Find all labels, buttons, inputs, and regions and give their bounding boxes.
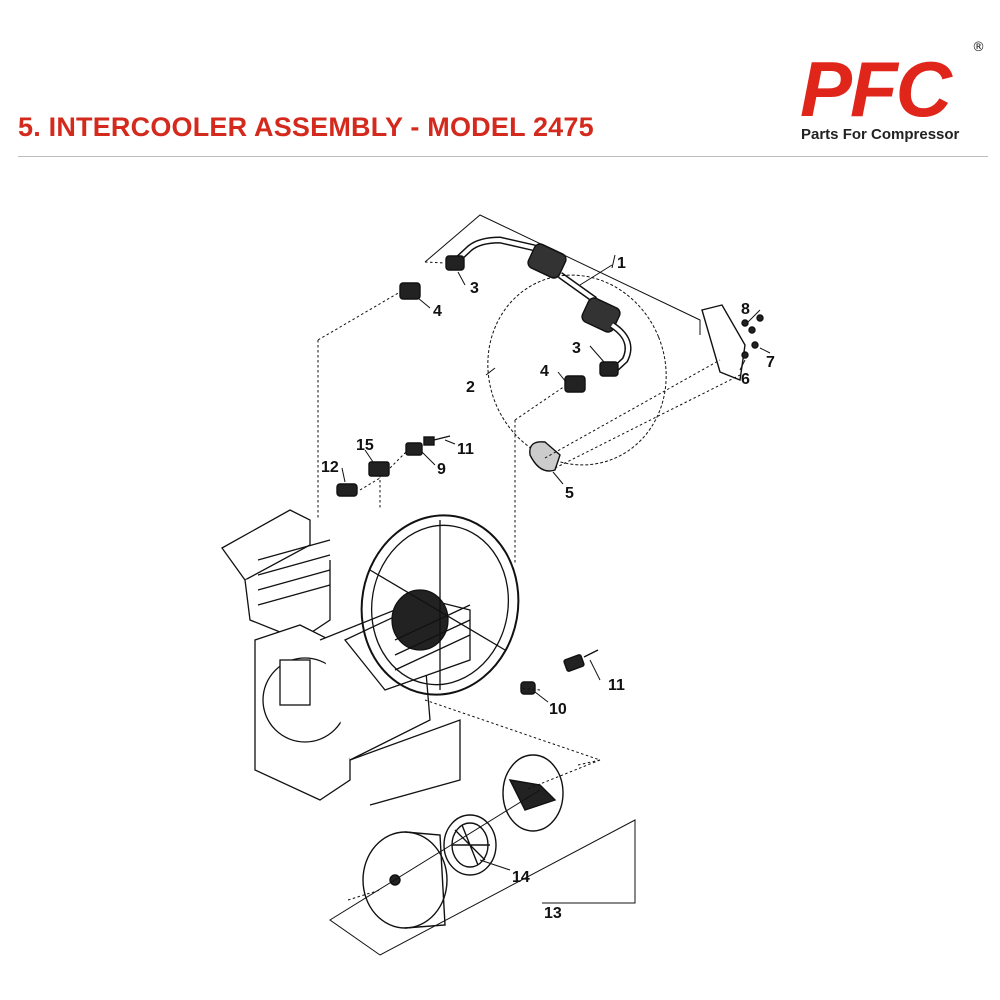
callout-4-lower: 4 — [540, 363, 549, 380]
callout-3-upper: 3 — [470, 280, 479, 297]
logo-mark: PFC — [800, 45, 952, 133]
callout-8: 8 — [741, 301, 750, 318]
callout-11-lower: 11 — [608, 677, 625, 694]
flywheel-assembly — [362, 754, 564, 929]
callout-2: 2 — [466, 379, 475, 396]
callout-13: 13 — [544, 905, 562, 922]
callout-12: 12 — [321, 459, 339, 476]
callout-9: 9 — [437, 461, 446, 478]
intercooler-tube — [452, 236, 632, 375]
callout-14: 14 — [512, 869, 530, 886]
header-divider — [18, 156, 988, 157]
page-title: 5. INTERCOOLER ASSEMBLY - MODEL 2475 — [18, 112, 594, 142]
callout-5: 5 — [565, 485, 574, 502]
callout-10: 10 — [549, 701, 567, 718]
callout-4-upper: 4 — [433, 303, 442, 320]
callout-3-lower: 3 — [572, 340, 581, 357]
logo-tagline: Parts For Compressor — [801, 126, 960, 143]
registered-mark: ® — [972, 40, 985, 55]
callout-1: 1 — [617, 255, 626, 272]
pfc-logo: PFC ® Parts For Compressor — [792, 40, 992, 150]
callout-11-upper: 11 — [457, 441, 474, 458]
callout-15: 15 — [356, 437, 374, 454]
callout-7: 7 — [766, 354, 775, 371]
callout-6: 6 — [741, 371, 750, 388]
compressor-pump — [221, 509, 520, 806]
